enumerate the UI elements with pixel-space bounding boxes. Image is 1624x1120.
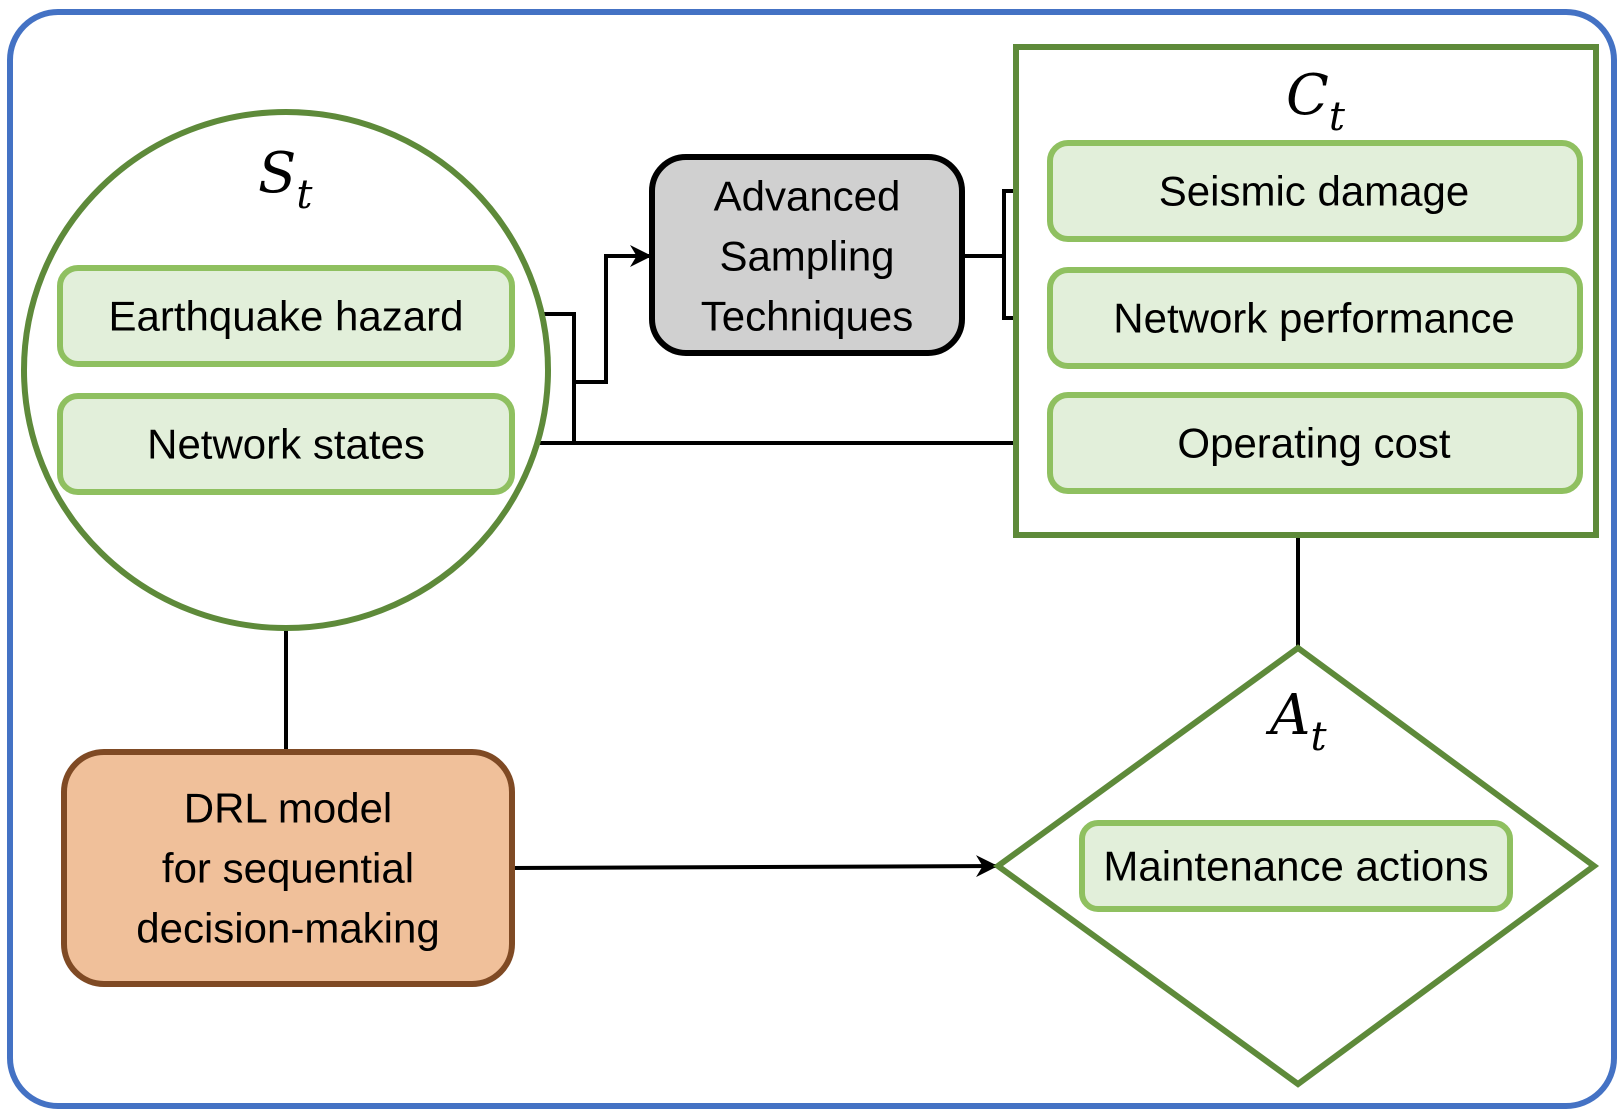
state-item-box-network-states [57,393,515,495]
drl-line-1: DRL model [184,785,393,832]
drl-box [61,749,515,987]
drl-group: DRL model for sequential decision-making [61,749,515,987]
state-subscript: t [296,172,313,218]
cost-item-operating-cost: Operating cost [1177,420,1450,467]
action-item-maintenance-actions: Maintenance actions [1103,843,1488,890]
sampling-line-3: Techniques [701,293,913,340]
connector-drl-to-action [511,855,999,878]
state-item-box-earthquake-hazard [57,265,515,367]
state-item-network-states: Network states [147,421,425,468]
state-symbol: St [258,141,313,218]
drl-line-3: decision-making [136,905,439,952]
cost-item-network-performance: Network performance [1113,295,1514,342]
sampling-line-1: Advanced [714,173,901,220]
state-item-earthquake-hazard: Earthquake hazard [109,293,464,340]
action-symbol: At [1265,683,1327,760]
sampling-line-2: Sampling [719,233,894,280]
drl-line-2: for sequential [162,845,414,892]
action-subscript: t [1310,714,1327,760]
cost-subscript: t [1329,94,1346,140]
state-circle [21,109,551,631]
action-group: At Maintenance actions [992,644,1600,1088]
cost-group: Ct Seismic damage Network performance Op… [1013,44,1599,538]
action-item-box-maintenance-actions [1079,820,1513,912]
cost-item-box-network-performance [1047,267,1583,369]
sampling-group: Advanced Sampling Techniques [649,154,965,356]
state-group: St Earthquake hazard Network states [21,109,551,631]
connector-merge-to-sampling [574,245,652,384]
cost-symbol: Ct [1286,63,1346,140]
sampling-box [649,154,965,356]
cost-item-box-operating-cost [1047,392,1583,494]
cost-item-box-seismic-damage [1047,140,1583,242]
cost-item-seismic-damage: Seismic damage [1159,168,1469,215]
